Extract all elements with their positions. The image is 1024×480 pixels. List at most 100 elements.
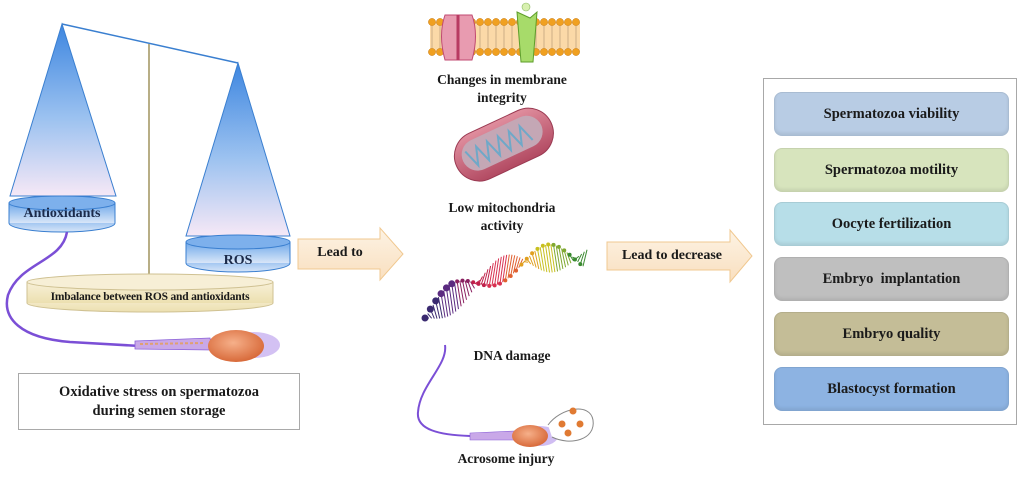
lipid-head xyxy=(500,48,508,56)
dna-nucleotide xyxy=(535,246,540,251)
dna-rung xyxy=(491,260,497,286)
dna-rung xyxy=(448,285,454,314)
right-pan-label: ROS xyxy=(223,253,253,268)
lipid-head xyxy=(540,18,548,26)
effect-dna-label: DNA damage xyxy=(473,348,551,363)
lipid-head xyxy=(564,48,572,56)
dna-nucleotide xyxy=(508,273,513,278)
arrow-lead-to xyxy=(297,226,404,282)
dna-nucleotide xyxy=(471,280,476,285)
dna-rung xyxy=(459,280,465,304)
dna-nucleotide xyxy=(455,279,460,284)
lipid-head xyxy=(556,48,564,56)
left-pan-label: Antioxidants xyxy=(23,206,101,221)
lipid-head xyxy=(564,18,572,26)
dna-nucleotide xyxy=(487,283,492,288)
dna-rung xyxy=(507,254,513,279)
dna-nucleotide xyxy=(551,242,556,247)
balance-scale-icon xyxy=(8,22,291,313)
lipid-head xyxy=(572,18,580,26)
dna-rung xyxy=(475,279,481,284)
dna-nucleotide xyxy=(460,278,465,283)
lipid-head xyxy=(556,18,564,26)
dna-rung xyxy=(486,265,492,286)
outcome-oocyte-fertilization: Oocyte fertilization xyxy=(774,202,1009,246)
dna-nucleotide xyxy=(578,262,583,267)
lipid-head xyxy=(548,18,556,26)
scale-base-label: Imbalance between ROS and antioxidants xyxy=(50,291,250,303)
lipid-head xyxy=(508,18,516,26)
dna-rung xyxy=(488,262,494,286)
caption-line-1: Oxidative stress on spermatozoa xyxy=(59,383,259,400)
dna-rung xyxy=(555,245,561,271)
dna-rung xyxy=(577,253,583,263)
outcome-blastocyst-formation: Blastocyst formation xyxy=(774,367,1009,411)
lipid-head xyxy=(476,48,484,56)
dna-rung xyxy=(483,269,489,286)
dna-rung xyxy=(553,244,559,272)
dna-rung xyxy=(531,253,537,268)
lipid-head xyxy=(428,48,436,56)
dna-nucleotide xyxy=(421,314,429,322)
dna-rung xyxy=(547,244,553,273)
dna-nucleotide xyxy=(426,305,434,313)
dna-rung xyxy=(563,250,569,266)
lipid-head xyxy=(484,18,492,26)
dna-rung xyxy=(524,261,529,263)
dna-rung xyxy=(539,247,545,272)
dna-rung xyxy=(536,248,542,271)
dna-rung xyxy=(470,281,475,289)
dna-nucleotide xyxy=(556,244,561,249)
dna-rung xyxy=(515,257,521,271)
dna-rung xyxy=(453,282,459,310)
lipid-head xyxy=(428,18,436,26)
dna-rung xyxy=(432,304,438,319)
cell-membrane-icon xyxy=(428,2,580,63)
lipid-head xyxy=(492,18,500,26)
dna-nucleotide xyxy=(530,251,535,256)
dna-nucleotide xyxy=(524,256,529,261)
dna-nucleotide xyxy=(437,290,445,298)
effect-mitochondria-label: Low mitochondria activity xyxy=(448,200,556,233)
outcome-embryo-implantation: Embryo implantation xyxy=(774,257,1009,301)
dna-rung xyxy=(528,255,534,266)
arrow-lead-to-label: Lead to xyxy=(317,245,363,260)
dna-rung xyxy=(504,254,510,281)
lipid-head xyxy=(476,18,484,26)
dna-helix-icon xyxy=(421,242,588,322)
outcome-spermatozoa-viability: Spermatozoa viability xyxy=(774,92,1009,136)
dna-rung xyxy=(502,254,508,283)
left-cone xyxy=(9,22,117,197)
lipid-head xyxy=(500,18,508,26)
dna-rung xyxy=(496,256,502,285)
dna-rung xyxy=(550,244,556,273)
lipid-head xyxy=(548,48,556,56)
dna-nucleotide xyxy=(432,297,440,305)
dna-rung xyxy=(582,249,588,267)
effect-membrane-label: Changes in membrane integrity xyxy=(437,72,567,105)
dna-nucleotide xyxy=(481,283,486,288)
dna-nucleotide xyxy=(442,284,450,292)
dna-rung xyxy=(456,281,462,307)
scale-beam xyxy=(61,23,239,64)
dna-rung xyxy=(443,290,449,317)
lipid-head xyxy=(540,48,548,56)
caption-line-2: during semen storage xyxy=(92,402,226,419)
dna-nucleotide xyxy=(546,242,551,247)
dna-nucleotide xyxy=(519,262,524,267)
arrow-lead-to-decrease-label: Lead to decrease xyxy=(621,248,723,263)
lipid-head xyxy=(572,48,580,56)
dna-nucleotide xyxy=(503,278,508,283)
dna-rung xyxy=(440,293,446,318)
lipid-head xyxy=(508,48,516,56)
dna-rung xyxy=(542,245,548,273)
lipid-head xyxy=(492,48,500,56)
dna-rung xyxy=(494,258,500,286)
dna-rung xyxy=(566,252,572,264)
spermatozoon-icon xyxy=(5,231,280,362)
arrow-lead-to-decrease xyxy=(606,228,753,284)
dna-rung xyxy=(427,313,433,319)
dna-rung xyxy=(558,246,564,270)
dna-nucleotide xyxy=(465,279,470,284)
